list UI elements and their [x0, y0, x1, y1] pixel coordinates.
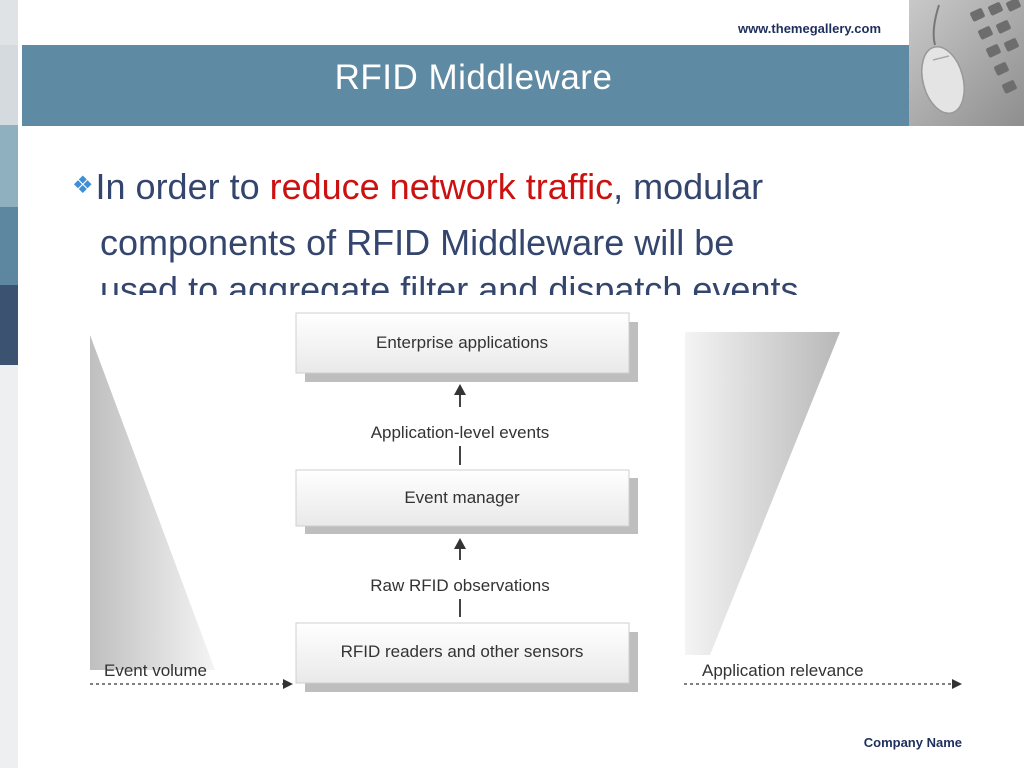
app-events-label: Application-level events [371, 423, 550, 442]
middleware-diagram: Enterprise applications Application-leve… [80, 295, 968, 700]
left-band-light [0, 45, 18, 125]
keyboard-mouse-photo [909, 0, 1024, 126]
event-volume-label: Event volume [104, 661, 207, 680]
left-band-blue [0, 207, 18, 285]
event-manager-box-label: Event manager [404, 488, 520, 507]
app-relevance-label: Application relevance [702, 661, 864, 680]
bullet-text-line-2: components of RFID Middleware will be [100, 222, 735, 263]
readers-box-label: RFID readers and other sensors [341, 642, 584, 661]
enterprise-box: Enterprise applications [295, 312, 638, 382]
bullet-text-line-3: used to aggregate filter and dispatch ev… [100, 275, 799, 297]
enterprise-box-label: Enterprise applications [376, 333, 548, 352]
raw-observations-label: Raw RFID observations [370, 576, 550, 595]
arrow-up-icon [454, 538, 466, 549]
app-relevance-wedge [685, 332, 840, 655]
readers-box: RFID readers and other sensors [295, 622, 638, 692]
left-band-bottom [0, 365, 18, 768]
event-manager-box: Event manager [295, 469, 638, 534]
bullet-text-end: , modular [613, 166, 764, 207]
bullet-line-3-partial: used to aggregate filter and dispatch ev… [100, 275, 798, 297]
bullet-text-start: In order to [95, 166, 270, 207]
event-volume-wedge [90, 335, 215, 670]
arrow-up-icon [454, 384, 466, 395]
left-band-mid [0, 125, 18, 207]
arrow-right-icon [283, 679, 293, 689]
bullet-text-highlight: reduce network traffic [269, 166, 614, 207]
left-band-top [0, 0, 18, 45]
slide-title: RFID Middleware [334, 58, 613, 97]
bullet-line-1: ❖In order to reduce network traffic, mod… [72, 166, 763, 208]
company-name: Company Name [863, 735, 962, 750]
bullet-line-2: components of RFID Middleware will be [100, 222, 734, 264]
left-band-dark [0, 285, 18, 365]
bullet-diamond-icon: ❖ [72, 172, 94, 199]
arrow-right-icon [952, 679, 962, 689]
website-url: www.themegallery.com [737, 21, 881, 36]
header-bar [22, 45, 909, 126]
